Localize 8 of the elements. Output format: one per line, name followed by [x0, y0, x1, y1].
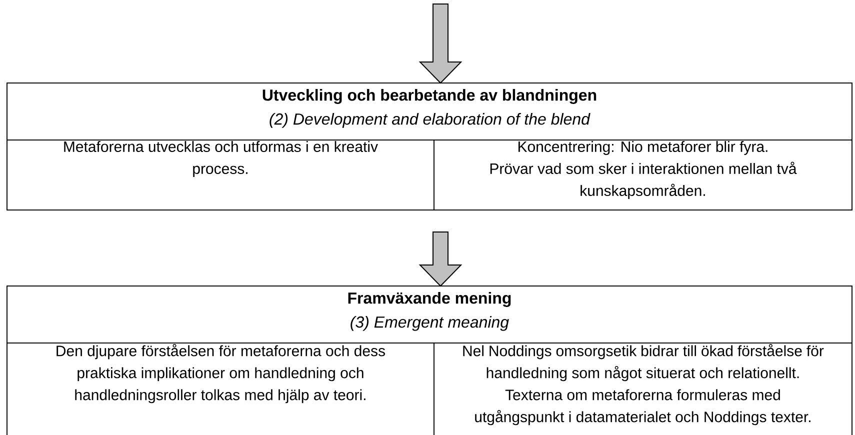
table-cell: Nel Noddings omsorgsetik bidrar till ökad förståelse för handledning som något situerat och relationellt. Texterna om metaforerna formuleras med utgångspunkt i datamaterialet och Noddings texter.	[434, 342, 852, 435]
block-arrow	[418, 4, 462, 84]
header-cell: Framväxande mening (3) Emergent meaning	[6, 286, 852, 344]
block-arrow	[418, 232, 462, 287]
table-cell: Den djupare förståelsen för metaforerna och dess praktiska implikationer om handledning och handledningsroller tolkas med hjälp av teori.	[6, 342, 434, 435]
table-cell: Metaforerna utvecklas och utformas i en kreativ process.	[6, 140, 434, 210]
table-cell: Koncentrering: Nio metaforer blir fyra. Prövar vad som sker i interaktionen mellan två kunskapsområden.	[434, 140, 852, 210]
header-cell: Utveckling och bearbetande av blandningen (2) Development and elaboration of the blend	[6, 82, 852, 140]
